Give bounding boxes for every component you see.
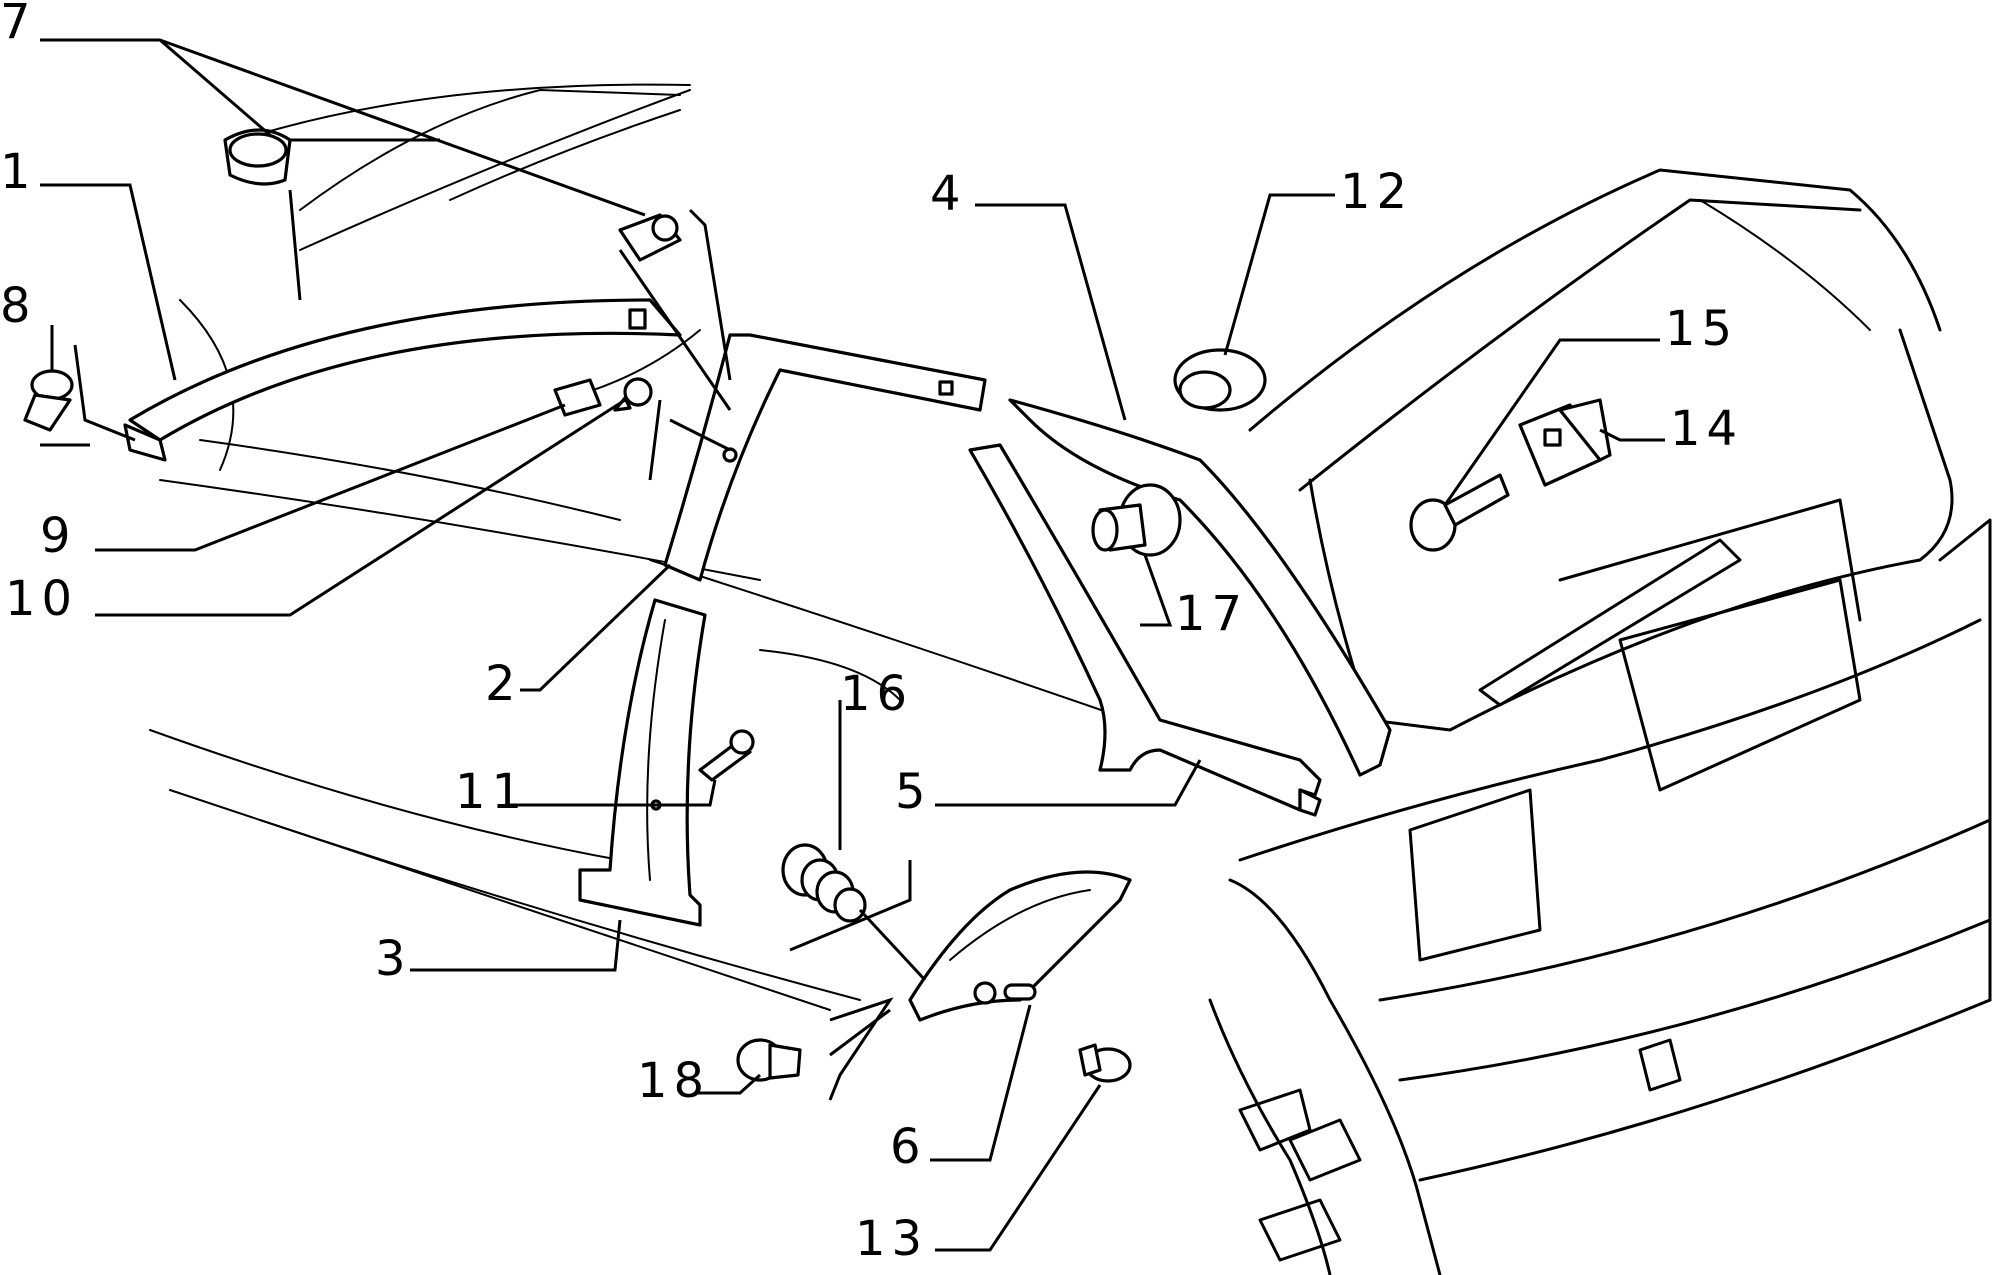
part-1-roof-trim xyxy=(123,298,682,462)
part-12-grommet xyxy=(1173,348,1267,412)
callout-9: 9 xyxy=(40,508,77,564)
part-16-push-clip xyxy=(781,843,867,923)
part-13-stud xyxy=(1078,1043,1132,1083)
callout-6: 6 xyxy=(890,1119,927,1175)
callout-18: 18 xyxy=(637,1053,710,1109)
part-11-screw xyxy=(698,729,755,782)
callout-14: 14 xyxy=(1670,401,1743,457)
leader-lines xyxy=(40,38,1665,1252)
part-15-screw xyxy=(1409,473,1510,552)
callout-7: 7 xyxy=(0,0,37,50)
part-3-lower-pillar-trim xyxy=(578,598,707,927)
part-5-quarter-lower-trim xyxy=(968,443,1322,817)
part-6-trim-panel xyxy=(908,870,1132,1022)
callout-4: 4 xyxy=(930,166,967,222)
callout-13: 13 xyxy=(855,1211,928,1267)
part-2-pillar-trim xyxy=(663,333,987,582)
callout-10: 10 xyxy=(5,571,78,627)
callout-labels: 7 1 8 9 10 2 11 3 16 18 6 13 5 17 4 12 1… xyxy=(0,0,1743,1267)
callout-5: 5 xyxy=(895,764,932,820)
part-7-clip-b xyxy=(618,213,682,262)
part-8-fastener xyxy=(23,369,74,432)
callout-17: 17 xyxy=(1175,586,1248,642)
callout-15: 15 xyxy=(1665,301,1738,357)
callout-8: 8 xyxy=(0,278,37,334)
part-18-plug xyxy=(736,1038,802,1082)
callout-1: 1 xyxy=(0,144,37,200)
part-7-clip-a xyxy=(223,128,292,186)
callout-3: 3 xyxy=(375,931,412,987)
car-body-outline xyxy=(149,83,1992,1275)
part-14-nut xyxy=(1518,398,1612,487)
callout-11: 11 xyxy=(455,764,528,820)
part-17-bolt xyxy=(1091,483,1182,557)
callout-2: 2 xyxy=(485,656,522,712)
callout-16: 16 xyxy=(840,666,913,722)
part-9-clip xyxy=(553,378,602,417)
callout-12: 12 xyxy=(1340,164,1413,220)
part-10-screw xyxy=(613,377,653,412)
